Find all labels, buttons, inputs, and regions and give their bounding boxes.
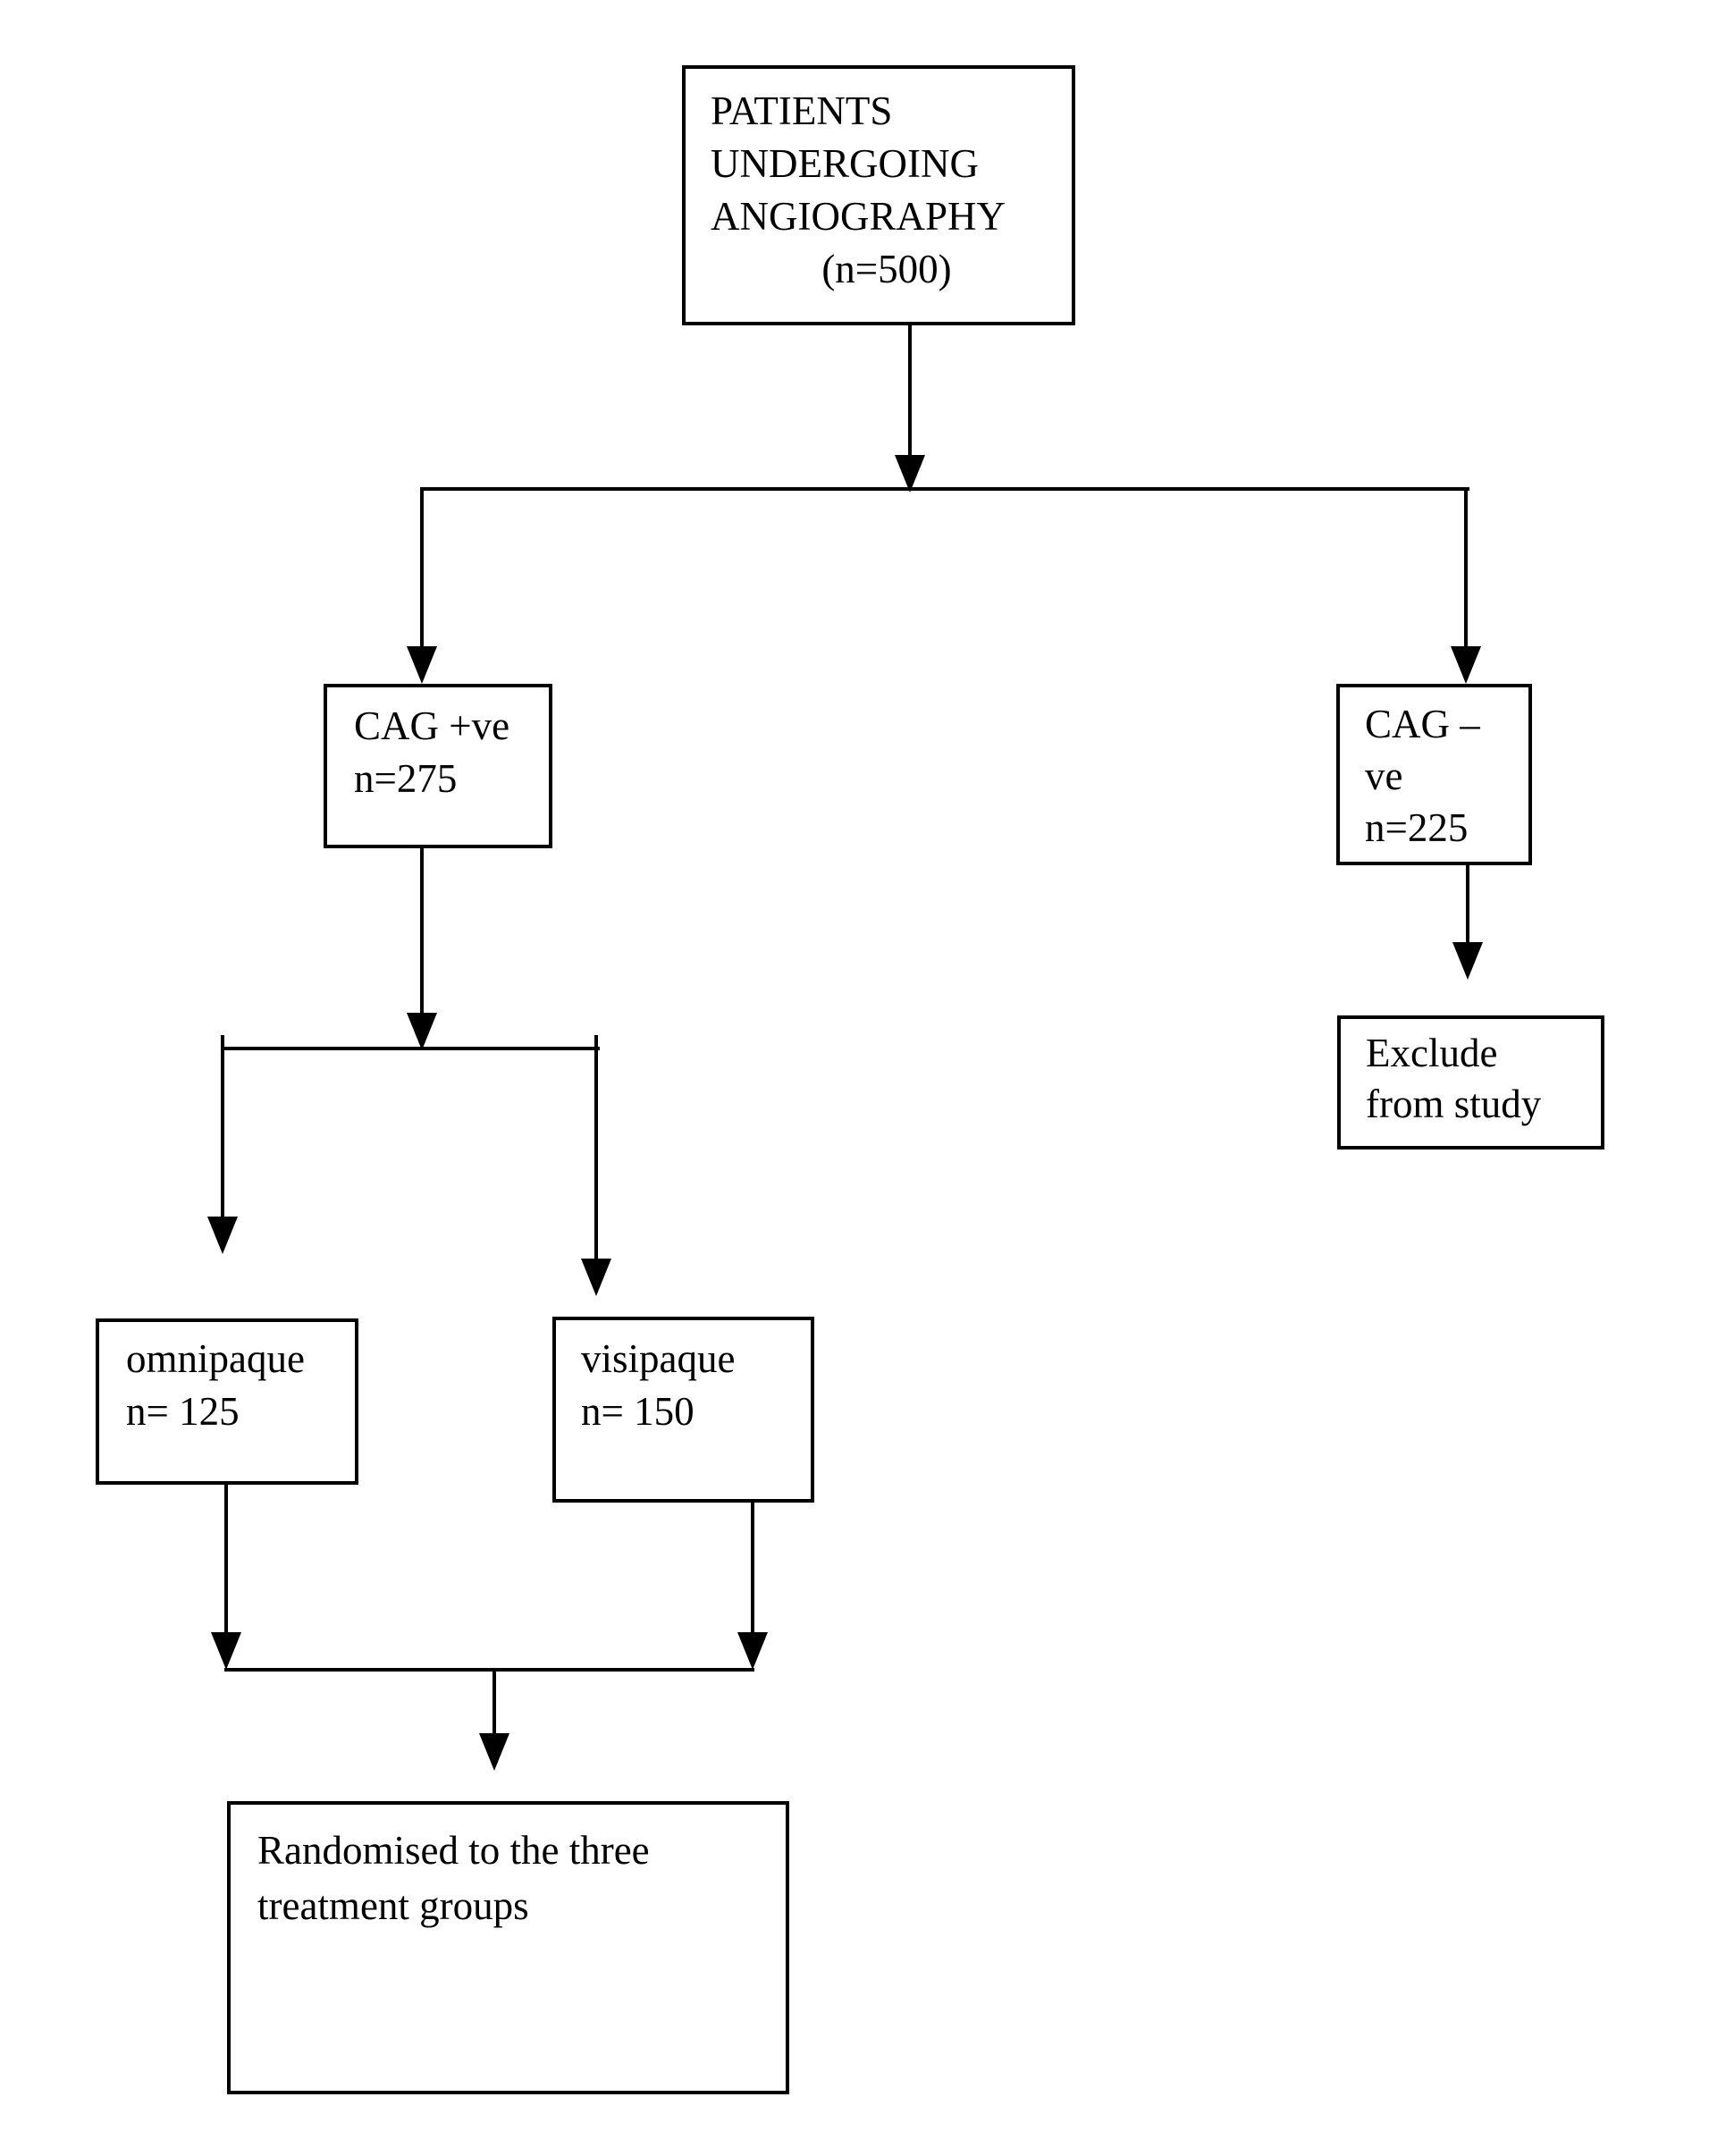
arrow-down-icon <box>407 1013 437 1050</box>
node-text-line: from study <box>1366 1082 1542 1126</box>
arrow-down-icon <box>407 646 437 684</box>
node-text-line: treatment groups <box>257 1883 529 1928</box>
connector-patients-down <box>908 324 912 459</box>
node-text-line: omnipaque <box>126 1336 305 1381</box>
node-text-line: UNDERGOING <box>711 141 979 186</box>
node-text-line: Randomised to the three <box>257 1828 650 1873</box>
connector-merge-down <box>492 1670 496 1737</box>
node-text-line: Exclude <box>1366 1031 1498 1075</box>
arrow-down-icon <box>479 1733 509 1771</box>
arrow-down-icon <box>1451 646 1481 684</box>
arrow-down-icon <box>207 1217 238 1254</box>
connector-split2-horizontal <box>221 1047 600 1050</box>
node-text-line: ANGIOGRAPHY <box>711 194 1006 239</box>
connector-split1-horizontal <box>420 487 1469 491</box>
node-text-line: CAG – <box>1365 702 1480 746</box>
node-patients-undergoing-angiography: PATIENTS UNDERGOING ANGIOGRAPHY (n=500) <box>682 65 1075 325</box>
node-text-line: visipaque <box>581 1336 736 1381</box>
node-text-line: n=225 <box>1365 805 1469 850</box>
node-visipaque: visipaque n= 150 <box>552 1317 814 1503</box>
arrow-down-icon <box>895 455 925 493</box>
connector-split2-right <box>594 1035 598 1262</box>
connector-visipaque-down <box>751 1501 754 1636</box>
node-text-line: n=275 <box>354 756 458 801</box>
arrow-down-icon <box>737 1632 768 1670</box>
node-omnipaque: omnipaque n= 125 <box>96 1318 358 1485</box>
connector-merge-horizontal <box>224 1668 754 1672</box>
arrow-down-icon <box>1452 942 1483 980</box>
node-text-line: ve <box>1365 754 1403 798</box>
connector-split2-left <box>221 1035 224 1220</box>
node-text-line: n= 125 <box>126 1389 240 1434</box>
connector-cagpos-down <box>420 847 424 1016</box>
node-text-line: PATIENTS <box>711 88 893 133</box>
connector-omnipaque-down <box>224 1483 228 1636</box>
node-text-line: n= 150 <box>581 1389 695 1434</box>
node-text-line: CAG +ve <box>354 703 510 748</box>
node-exclude-from-study: Exclude from study <box>1337 1015 1604 1150</box>
node-text-line: (n=500) <box>821 247 952 291</box>
connector-right-branch <box>1464 487 1468 650</box>
connector-cagneg-exclude <box>1466 864 1469 946</box>
node-cag-negative: CAG – ve n=225 <box>1336 684 1532 865</box>
arrow-down-icon <box>581 1259 611 1296</box>
connector-left-branch <box>420 487 424 650</box>
arrow-down-icon <box>211 1632 241 1670</box>
node-cag-positive: CAG +ve n=275 <box>324 684 552 848</box>
node-randomised-to-treatment-groups: Randomised to the three treatment groups <box>227 1801 789 2094</box>
